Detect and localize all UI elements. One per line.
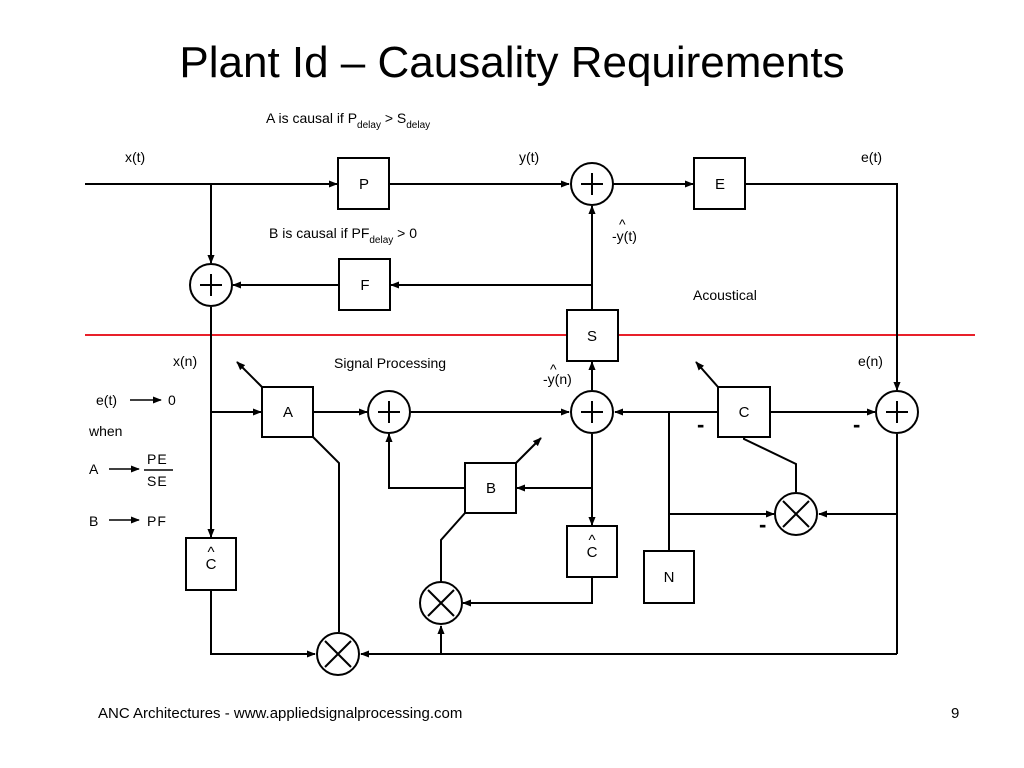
footer-text: ANC Architectures - www.appliedsignalpro… [98, 705, 463, 722]
label-S: S [587, 328, 597, 345]
sum-junction-top [570, 162, 614, 206]
side-A: A [89, 461, 99, 477]
sum-junction-mid [570, 390, 614, 434]
sum-junction-error [875, 390, 919, 434]
label-signal-processing: Signal Processing [334, 355, 446, 371]
side-e-t: e(t) [96, 392, 117, 408]
note-a-causal: A is causal if Pdelay > Sdelay [266, 110, 430, 131]
label-Chat1: C [206, 556, 217, 573]
wire-Chat1-to-mult [210, 590, 316, 658]
label-yhat-n: -y(n) [543, 371, 572, 387]
hat-Chat1: ^ [207, 544, 214, 561]
wire-B-to-sum1 [385, 433, 465, 489]
block-E [693, 157, 746, 210]
page-title: Plant Id – Causality Requirements [179, 38, 845, 87]
side-when: when [88, 423, 122, 439]
block-C [717, 386, 771, 438]
minus-sign-error: - [853, 412, 860, 437]
label-A: A [283, 404, 293, 421]
multiplier-bottom [316, 632, 360, 676]
label-C: C [739, 404, 750, 421]
block-Chat2 [566, 525, 618, 578]
side-zero: 0 [168, 392, 176, 408]
adapt-arrow-C [695, 361, 719, 388]
label-yhat-t: -y(t) [612, 228, 637, 244]
block-S [566, 309, 619, 362]
wire-E-to-error-sum [745, 183, 901, 391]
block-P [337, 157, 390, 210]
label-y-t: y(t) [519, 149, 539, 165]
label-B: B [486, 480, 496, 497]
page-number: 9 [951, 705, 960, 722]
block-Chat1 [185, 537, 237, 591]
wire-Chat2-to-mult [462, 577, 593, 607]
hat-yhat-t: ^ [619, 216, 626, 232]
side-A-num: PE [147, 451, 168, 467]
block-F [338, 258, 391, 311]
multiplier-right [774, 492, 818, 536]
hat-Chat2: ^ [588, 532, 595, 549]
block-B [464, 462, 517, 514]
label-E: E [715, 176, 725, 193]
minus-sign-C: - [697, 412, 704, 437]
label-acoustical: Acoustical [693, 287, 757, 303]
side-A-den: SE [147, 473, 168, 489]
multiplier-middle [419, 581, 463, 625]
label-x-t: x(t) [125, 149, 145, 165]
label-Chat2: C [587, 544, 598, 561]
sum-junction-A [367, 390, 411, 434]
label-N: N [664, 569, 675, 586]
label-P: P [359, 176, 369, 193]
block-A [261, 386, 314, 438]
label-x-n: x(n) [173, 353, 197, 369]
side-B-val: PF [147, 513, 167, 529]
note-b-causal: B is causal if PFdelay > 0 [269, 225, 417, 246]
wire-A-adapt [312, 436, 340, 632]
label-e-n: e(n) [858, 353, 883, 369]
hat-yhat-n: ^ [550, 361, 557, 377]
side-B: B [89, 513, 98, 529]
wire-C-adapt [743, 437, 797, 492]
wire-mult-to-B [440, 512, 466, 582]
adapt-arrow-A [236, 361, 263, 388]
minus-sign-mult: - [759, 512, 766, 537]
label-e-t: e(t) [861, 149, 882, 165]
adapt-arrow-B [515, 437, 542, 464]
label-F: F [360, 277, 369, 294]
sum-junction-left [189, 263, 233, 307]
block-N [643, 550, 695, 604]
